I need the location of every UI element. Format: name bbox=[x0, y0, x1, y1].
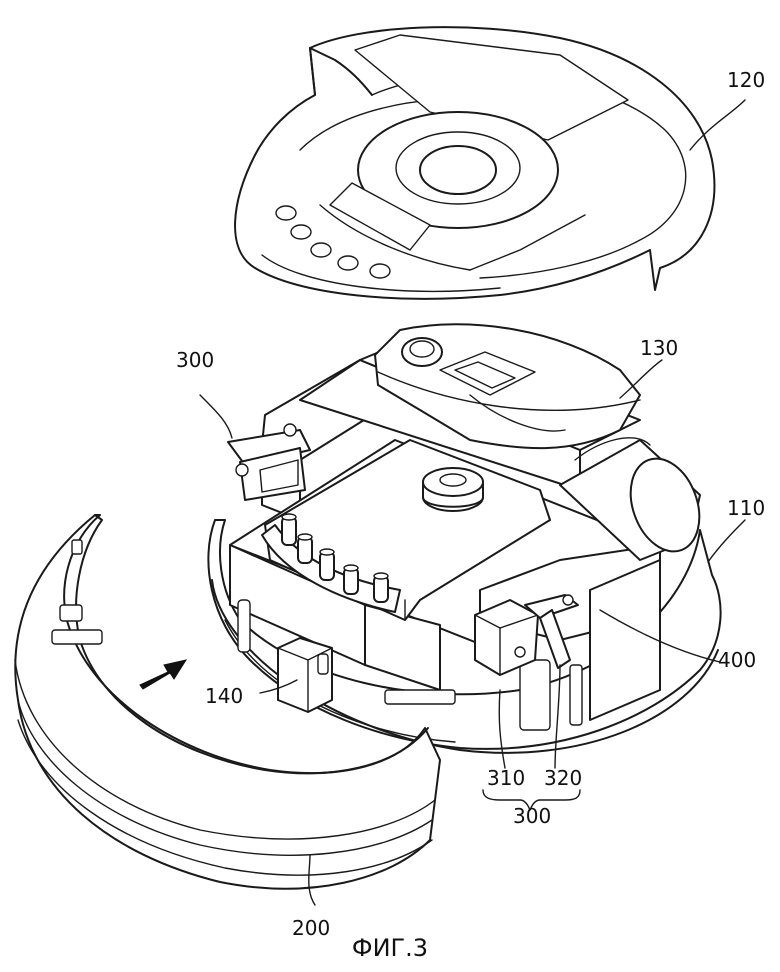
label-bumper: 200 bbox=[292, 916, 331, 940]
insertion-arrow-icon bbox=[139, 659, 188, 690]
label-dust-bin: 130 bbox=[640, 336, 679, 360]
leader-lines bbox=[199, 99, 746, 906]
switch-unit-right bbox=[474, 594, 579, 676]
label-cover: 120 bbox=[727, 68, 766, 92]
label-switch-part-a: 310 bbox=[487, 766, 526, 790]
top-cover bbox=[234, 26, 716, 300]
front-bumper bbox=[14, 514, 441, 890]
figure-caption: ФИГ.3 bbox=[351, 934, 429, 962]
label-body: 110 bbox=[727, 496, 766, 520]
label-circuit-board: 400 bbox=[718, 648, 757, 672]
label-switch-part-b: 320 bbox=[544, 766, 583, 790]
capacitor-row bbox=[281, 513, 389, 603]
dust-bin bbox=[374, 323, 641, 450]
label-switch-unit-bottom: 300 bbox=[513, 804, 552, 828]
label-sensor-left: 140 bbox=[205, 684, 244, 708]
label-switch-unit-left: 300 bbox=[176, 348, 215, 372]
switch-unit-left bbox=[227, 423, 311, 501]
side-sensor bbox=[277, 637, 333, 713]
